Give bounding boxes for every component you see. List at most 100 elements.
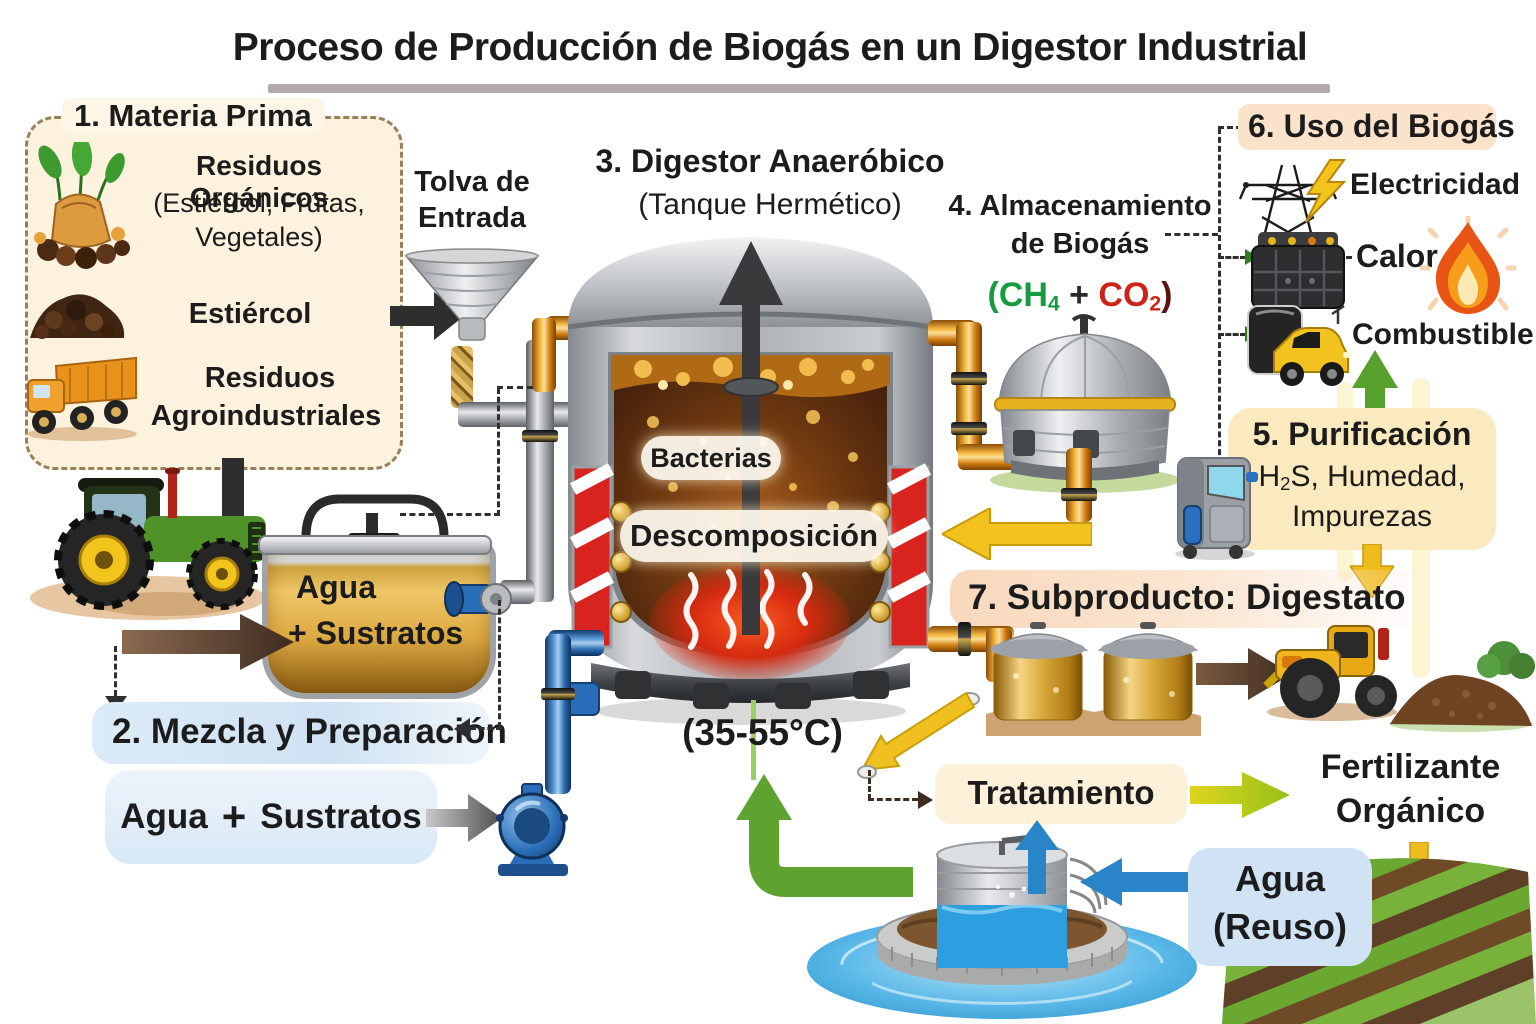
arrow-materia-to-funnel	[390, 292, 464, 340]
formula-open-paren: (	[987, 276, 999, 314]
mixing-tank-line2: + Sustratos	[288, 615, 464, 651]
almacenamiento-heading2: de Biogás	[1010, 228, 1150, 260]
tratamiento-box	[935, 764, 1187, 824]
pipe-clamp-storage-2	[951, 422, 987, 435]
flame-icon	[1420, 216, 1516, 314]
pipe-clamp	[522, 430, 558, 442]
mixing-tank-rim	[258, 535, 492, 555]
arrow-yellow-diagonal	[857, 691, 980, 779]
funnel-icon	[404, 248, 540, 341]
dash-to-car	[1218, 333, 1246, 336]
digester-temperature: (35-55°C)	[682, 712, 843, 753]
uso-combustible-label: Combustible	[1352, 318, 1534, 351]
h2s-sub: 2	[1280, 472, 1291, 494]
h2s-h: H	[1258, 460, 1281, 493]
sustratos-label: Sustratos	[260, 797, 422, 836]
soil-mound-icon	[1389, 641, 1535, 732]
subproducto-heading-box	[950, 570, 1428, 628]
lightning-icon	[1305, 159, 1347, 223]
materia-item1-sub1: (Estiércol, Frútas,	[153, 188, 365, 218]
tolva-label-line1: Tolva de	[414, 166, 530, 198]
organic-waste-icon	[34, 142, 130, 269]
dash-mezcla-left-v	[114, 646, 117, 696]
gas-dome-icon	[990, 314, 1180, 493]
arrow-green-up-purification	[1352, 350, 1398, 442]
h2s-rest: S, Humedad,	[1290, 460, 1466, 493]
pipe-blue-clamp	[541, 688, 575, 700]
materia-item1-label: Residuos Orgánicos	[189, 150, 329, 213]
digestor-subheading: (Tanque Hermético)	[638, 188, 902, 221]
materia-item3-label2: Agroindustriales	[150, 400, 382, 432]
purificacion-line2: H2S, Humedad,	[1228, 460, 1496, 495]
pipe-orange-down	[532, 318, 556, 392]
arrow-green-elbow-reuse	[736, 774, 913, 897]
tractor-yellow-icon	[1263, 625, 1397, 721]
digestate-tanks-icon	[986, 622, 1201, 736]
digester-descomposicion-pill: Descomposición	[620, 510, 888, 562]
plus-sign: +	[221, 793, 247, 840]
funnel-stem-coil-pipe	[451, 346, 473, 408]
dash-tratamiento-h	[868, 798, 918, 801]
mixing-tank-icon: Agua + Sustratos	[258, 494, 512, 699]
tratamiento-label: Tratamiento	[967, 774, 1155, 811]
formula-close-paren: )	[1161, 276, 1173, 314]
dash-mezcla-right-arrowhead	[454, 718, 470, 740]
pipe-clamp-tanks	[958, 622, 971, 656]
mezcla-heading: 2. Mezcla y Preparación	[112, 712, 507, 751]
valve-icon	[444, 581, 512, 617]
page-title: Proceso de Producción de Biogás en un Di…	[232, 26, 1308, 69]
dash-mezcla-right-h	[470, 727, 502, 730]
dash-uso-top	[1218, 126, 1242, 129]
mixing-tank-line1: Agua	[296, 569, 376, 605]
car-icon	[1247, 304, 1350, 386]
fertilizante-line2: Orgánico	[1335, 792, 1486, 830]
formula-co-sub: 2	[1149, 292, 1162, 316]
agua-sustratos-bar: Agua + Sustratos	[105, 770, 437, 864]
materia-prima-heading: 1. Materia Prima	[62, 98, 324, 134]
uso-heading-box	[1238, 104, 1496, 150]
dash-storage-to-uso	[1165, 233, 1218, 236]
formula-co: CO	[1098, 276, 1150, 314]
dash-generator-to-calor	[1336, 256, 1352, 259]
arrow-yellow-left-storage	[942, 508, 1092, 560]
dash-connector-pipes-h-top	[497, 386, 533, 389]
digestor-heading: 3. Digestor Anaeróbico	[595, 143, 945, 179]
purifier-icon	[1175, 457, 1258, 560]
dash-tratamiento-v	[868, 770, 871, 800]
dash-connector-pipes-v	[497, 388, 500, 516]
arrow-gray-to-pump	[426, 794, 502, 842]
purificacion-line3: Impurezas	[1291, 500, 1433, 533]
purificacion-heading: 5. Purificación	[1252, 416, 1472, 452]
digester-icon	[564, 237, 934, 725]
tolva-label-line2: Entrada	[418, 202, 526, 234]
dash-connector-pipes-h-bottom	[400, 513, 500, 516]
materia-item3-label1: Residuos	[204, 362, 336, 394]
arrow-brown-to-tank	[122, 614, 294, 670]
dash-uso-vertical	[1218, 128, 1221, 473]
digester-bacterias-pill: Bacterias	[641, 436, 781, 480]
uso-heading: 6. Uso del Biogás	[1248, 108, 1515, 144]
mixing-tank-handle	[301, 494, 449, 541]
dash-to-generator	[1218, 256, 1246, 259]
dash-mezcla-right-v	[498, 600, 501, 728]
agua-label: Agua	[120, 797, 208, 836]
pipe-blue-vertical	[545, 634, 571, 794]
arrow-yellowgreen-right	[1190, 772, 1290, 818]
water-reuse-line	[751, 700, 756, 780]
uso-electricidad-label: Electricidad	[1350, 168, 1521, 201]
dash-tratamiento-arrowhead	[918, 791, 933, 809]
materia-item2-label: Estiércol	[188, 298, 312, 330]
fertilizante-line1: Fertilizante	[1320, 748, 1501, 786]
biogas-formula: (CH4 + CO2)	[950, 276, 1210, 316]
purificacion-box	[1228, 408, 1496, 550]
tractor-green-icon	[30, 468, 266, 620]
pipe-gray-horizontal	[458, 402, 572, 427]
formula-ch: CH	[998, 276, 1048, 314]
agua-reuso-line1: Agua	[1235, 858, 1325, 899]
title-underline	[268, 84, 1330, 93]
bacterias-label: Bacterias	[650, 442, 772, 473]
arrow-blue-up-tratamiento	[1015, 820, 1059, 894]
pipe-clamp-dome	[1061, 488, 1097, 501]
mezcla-heading-box	[92, 702, 490, 764]
